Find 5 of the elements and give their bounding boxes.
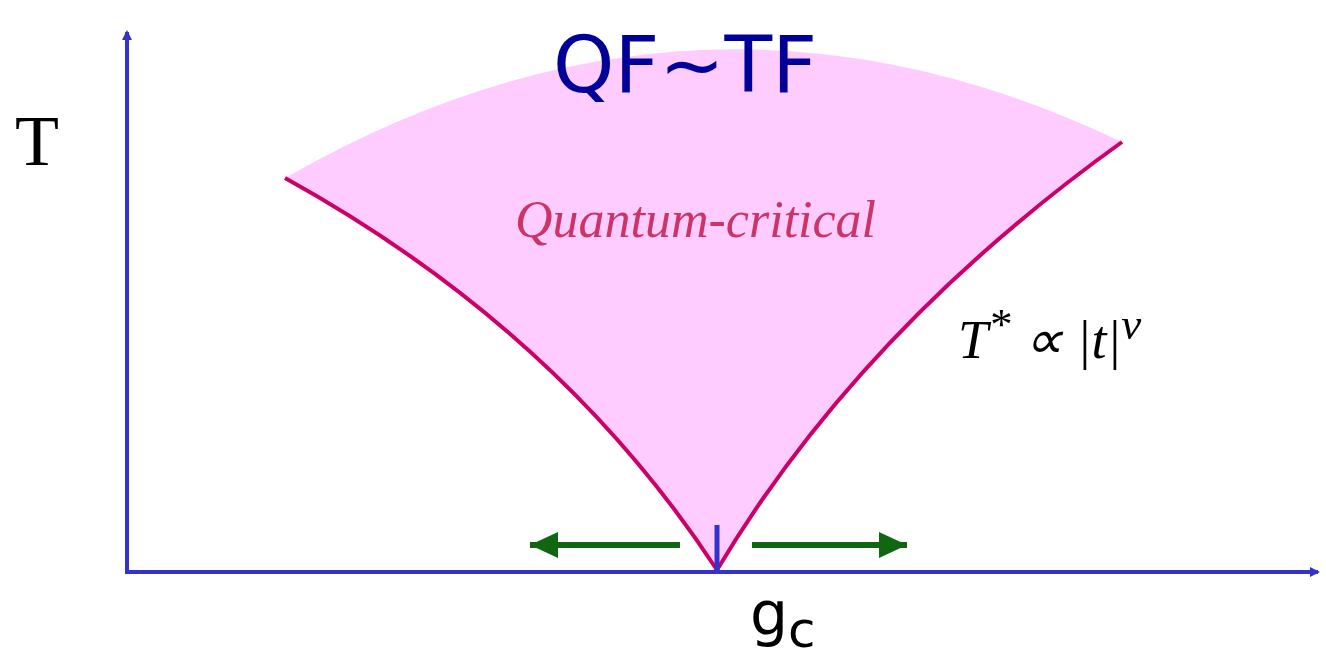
- axis-label: g$_{c}$: [750, 578, 816, 659]
- scaling-formula: T$^{*}$ ∝ |t|$^{ν}$: [958, 298, 1142, 371]
- region-label: Quantum-critical: [515, 190, 877, 249]
- axis-label: T: [15, 100, 59, 183]
- region-title: QF~TF: [553, 20, 818, 110]
